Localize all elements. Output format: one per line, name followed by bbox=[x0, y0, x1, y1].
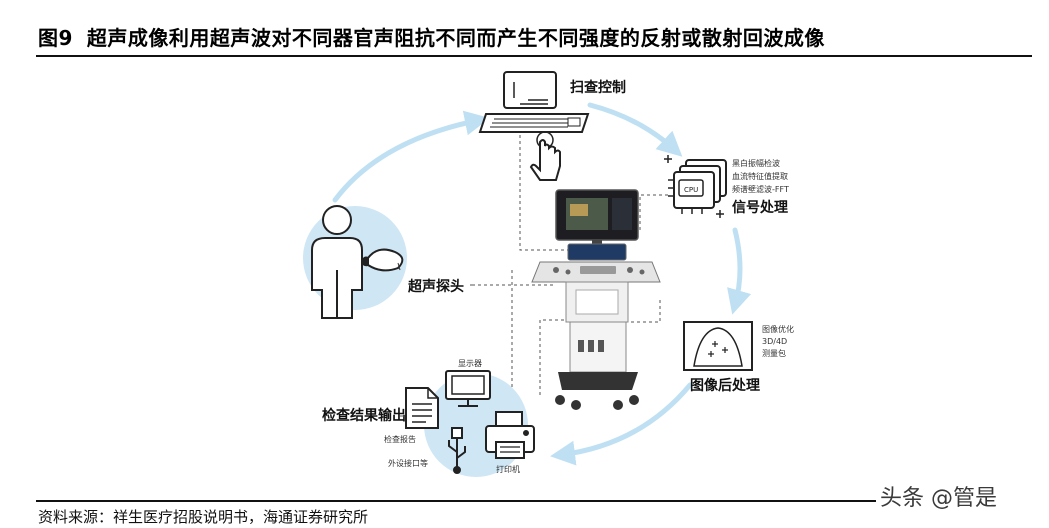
connector-output-2 bbox=[539, 319, 575, 395]
usb-icon bbox=[448, 427, 466, 474]
signal-processing-group: CPU 黑白振幅检波 血流特征值提取 频谱壁滤波-FFT 信号处理 bbox=[664, 155, 789, 218]
probe-label: 超声探头 bbox=[407, 278, 464, 295]
usb-label: 外设接口等 bbox=[388, 458, 428, 468]
output-group: 显示器 检查报告 检查结果输出 外设接口等 打印机 bbox=[322, 359, 535, 477]
image-detail-1: 图像优化 bbox=[762, 324, 794, 334]
printer-icon bbox=[485, 411, 535, 459]
bottom-rule bbox=[36, 500, 876, 502]
arrow-probe-to-scan bbox=[332, 110, 490, 203]
image-detail-2: 3D/4D bbox=[762, 337, 787, 346]
report-label: 检查报告 bbox=[384, 434, 416, 444]
connector-signal bbox=[639, 194, 668, 230]
printer-label: 打印机 bbox=[496, 464, 520, 474]
figure-title: 图9 超声成像利用超声波对不同器官声阻抗不同而产生不同强度的反射或散射回波成像 bbox=[38, 22, 825, 51]
scan-control-group: 扫查控制 bbox=[478, 71, 626, 181]
arrow-image-to-output bbox=[550, 382, 693, 466]
person-group: 超声探头 bbox=[303, 205, 472, 319]
sparkle-icons bbox=[664, 155, 724, 218]
arrow-signal-to-image bbox=[727, 227, 752, 315]
machine-touchscreen bbox=[567, 243, 627, 261]
hand-pointer-icon bbox=[529, 131, 561, 181]
image-post-group: 图像优化 3D/4D 测量包 图像后处理 bbox=[683, 321, 794, 394]
sector-scan-icon bbox=[693, 327, 743, 367]
connector-image bbox=[620, 300, 661, 323]
output-label: 检查结果输出 bbox=[322, 407, 406, 424]
person-icon bbox=[311, 205, 363, 319]
monitor-label: 显示器 bbox=[458, 359, 482, 368]
connector-scan bbox=[519, 135, 580, 251]
machine-wheels bbox=[558, 372, 638, 390]
monitor-icon bbox=[445, 370, 491, 407]
probe-icon bbox=[360, 248, 404, 272]
signal-detail-3: 频谱壁滤波-FFT bbox=[732, 184, 789, 194]
figure-number: 图9 bbox=[38, 26, 73, 50]
scan-control-label: 扫查控制 bbox=[570, 79, 626, 96]
keyboard-icon bbox=[478, 113, 590, 133]
top-rule bbox=[36, 55, 1032, 57]
ultrasound-machine bbox=[531, 189, 661, 410]
cpu-chip-icon bbox=[668, 159, 727, 214]
probe-leader bbox=[397, 262, 401, 271]
cpu-chip-text: CPU bbox=[684, 186, 698, 194]
figure-caption: 超声成像利用超声波对不同器官声阻抗不同而产生不同强度的反射或散射回波成像 bbox=[86, 26, 825, 50]
monitor-small-icon bbox=[503, 71, 557, 109]
watermark-text: 头条 @管是 bbox=[880, 486, 997, 511]
image-post-label: 图像后处理 bbox=[690, 377, 760, 394]
signal-detail-1: 黑白振幅检波 bbox=[732, 158, 780, 168]
flow-arrows bbox=[332, 102, 752, 466]
signal-detail-2: 血流特征值提取 bbox=[732, 171, 788, 181]
source-note: 资料来源：祥生医疗招股说明书，海通证券研究所 bbox=[38, 508, 369, 526]
report-document-icon bbox=[405, 387, 439, 429]
arrow-scan-to-signal bbox=[587, 102, 683, 157]
signal-processing-label: 信号处理 bbox=[732, 199, 788, 216]
image-detail-3: 测量包 bbox=[762, 348, 786, 358]
